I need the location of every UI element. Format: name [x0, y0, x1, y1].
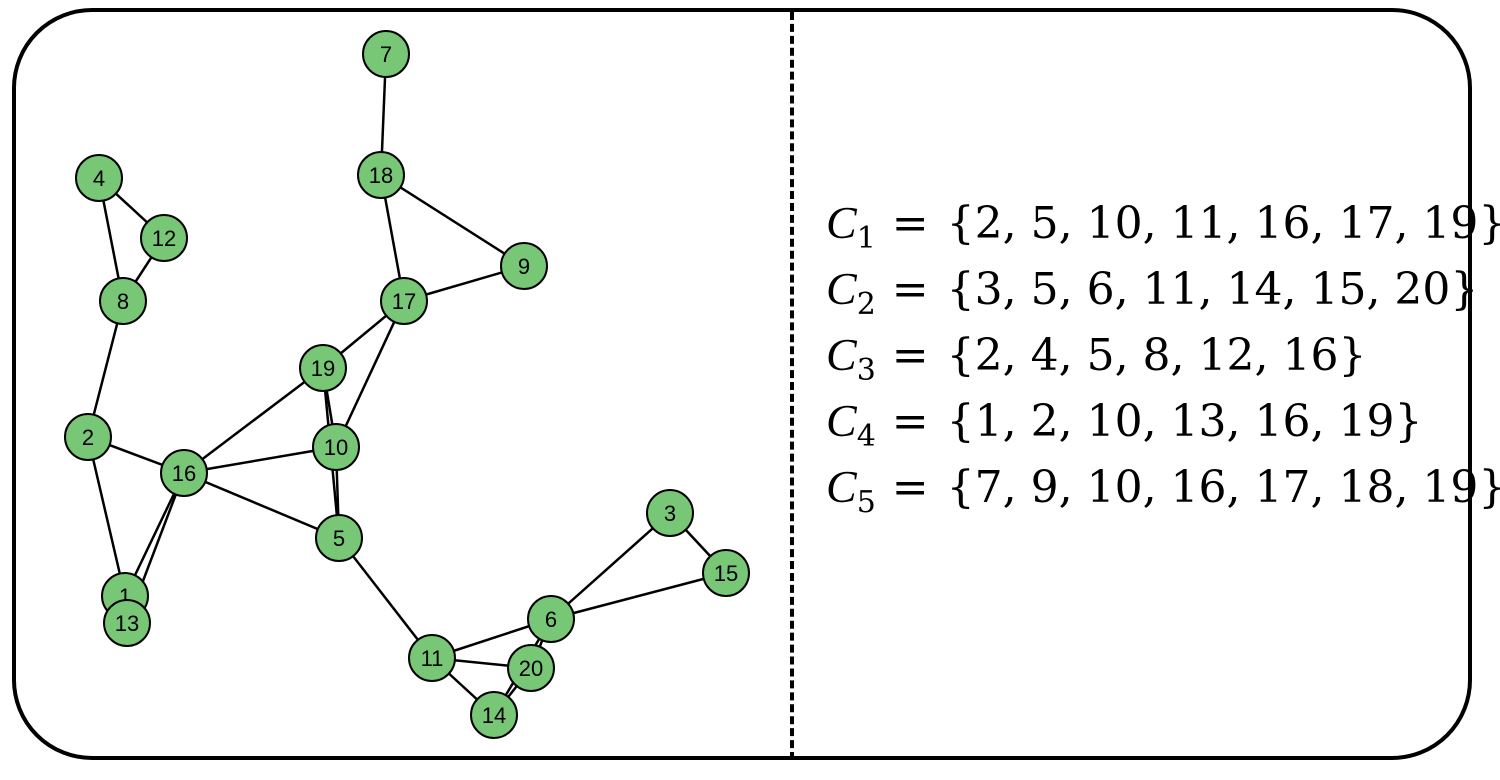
node-label: 8: [117, 289, 129, 314]
node-label: 6: [545, 607, 557, 632]
node-label: 5: [333, 526, 345, 551]
node-circle: [103, 599, 151, 647]
node-8: 8: [99, 277, 147, 325]
equals-sign: =: [891, 198, 929, 249]
set-row-1: C1 = {2, 5, 10, 11, 16, 17, 19}: [826, 190, 1500, 256]
edge-17-10: [334, 300, 406, 448]
set-members: {3, 5, 6, 11, 14, 15, 20}: [946, 264, 1479, 315]
node-19: 19: [299, 344, 347, 392]
set-members: {1, 2, 10, 13, 16, 19}: [946, 396, 1423, 447]
set-symbol: C: [826, 197, 857, 248]
node-label: 7: [380, 42, 392, 67]
node-3: 3: [646, 489, 694, 537]
node-label: 12: [152, 226, 176, 251]
equals-sign: =: [891, 396, 929, 447]
node-circle: [500, 242, 548, 290]
node-label: 11: [421, 646, 444, 671]
node-label: 13: [115, 611, 139, 636]
equals-sign: =: [891, 264, 929, 315]
node-18: 18: [357, 151, 405, 199]
edge-18-9: [380, 173, 525, 268]
node-circle: [702, 549, 750, 597]
diagram-frame: [12, 8, 1472, 760]
set-row-4: C4 = {1, 2, 10, 13, 16, 19}: [826, 388, 1500, 454]
node-label: 4: [93, 166, 105, 191]
dashed-divider: [790, 12, 794, 760]
node-5: 5: [315, 514, 363, 562]
node-circle: [408, 634, 456, 682]
set-symbol: C: [826, 329, 857, 380]
node-label: 18: [369, 163, 393, 188]
equals-sign: =: [891, 462, 929, 513]
node-label: 10: [324, 435, 348, 460]
graph-edges: [86, 53, 727, 716]
community-sets: C1={2, 5, 10, 11, 16, 17, 19} C2={3, 5, …: [826, 190, 1500, 520]
node-9: 9: [500, 242, 548, 290]
edge-5-11: [338, 537, 433, 659]
set-index: 2: [856, 287, 876, 322]
node-circle: [357, 151, 405, 199]
node-12: 12: [140, 214, 188, 262]
node-circle: [99, 277, 147, 325]
edge-6-3: [550, 512, 671, 620]
node-label: 14: [482, 703, 506, 728]
node-2: 2: [64, 413, 112, 461]
node-circle: [299, 344, 347, 392]
node-circle: [315, 514, 363, 562]
node-label: 19: [311, 356, 335, 381]
edge-6-15: [550, 571, 727, 621]
set-index: 1: [856, 221, 876, 256]
node-circle: [646, 489, 694, 537]
node-label: 20: [519, 656, 543, 681]
node-17: 17: [380, 277, 428, 325]
set-symbol: C: [826, 263, 857, 314]
node-circle: [380, 277, 428, 325]
set-symbol: C: [826, 461, 857, 512]
node-label: 2: [82, 425, 94, 450]
node-6: 6: [527, 595, 575, 643]
node-label: 15: [714, 561, 738, 586]
edge-16-5: [183, 471, 340, 540]
node-circle: [362, 30, 410, 78]
node-label: 17: [392, 289, 416, 314]
node-14: 14: [470, 691, 518, 739]
edge-16-19: [183, 367, 324, 474]
node-label: 9: [518, 254, 530, 279]
node-circle: [64, 413, 112, 461]
node-20: 20: [507, 644, 555, 692]
node-circle: [507, 644, 555, 692]
node-circle: [470, 691, 518, 739]
node-7: 7: [362, 30, 410, 78]
edge-16-10: [183, 445, 337, 475]
edge-2-1: [86, 436, 127, 597]
node-4: 4: [75, 154, 123, 202]
node-label: 16: [172, 461, 196, 486]
node-11: 11: [408, 634, 456, 682]
node-13: 13: [103, 599, 151, 647]
node-16: 16: [160, 449, 208, 497]
set-row-2: C2 = {3, 5, 6, 11, 14, 15, 20}: [826, 256, 1500, 322]
set-row-3: C3 = {2, 4, 5, 8, 12, 16}: [826, 322, 1500, 388]
node-circle: [160, 449, 208, 497]
set-members: {2, 5, 10, 11, 16, 17, 19}: [946, 198, 1500, 249]
set-members: {2, 4, 5, 8, 12, 16}: [946, 330, 1367, 381]
set-members: {7, 9, 10, 16, 17, 18, 19}: [946, 462, 1500, 513]
node-circle: [140, 214, 188, 262]
set-index: 5: [856, 485, 876, 520]
set-symbol: C: [826, 395, 857, 446]
node-circle: [527, 595, 575, 643]
set-index: 3: [856, 353, 876, 388]
equals-sign: =: [891, 330, 929, 381]
set-row-5: C5 = {7, 9, 10, 16, 17, 18, 19}: [826, 454, 1500, 520]
node-15: 15: [702, 549, 750, 597]
node-circle: [312, 423, 360, 471]
node-10: 10: [312, 423, 360, 471]
node-label: 3: [664, 501, 676, 526]
node-circle: [75, 154, 123, 202]
set-index: 4: [856, 419, 876, 454]
